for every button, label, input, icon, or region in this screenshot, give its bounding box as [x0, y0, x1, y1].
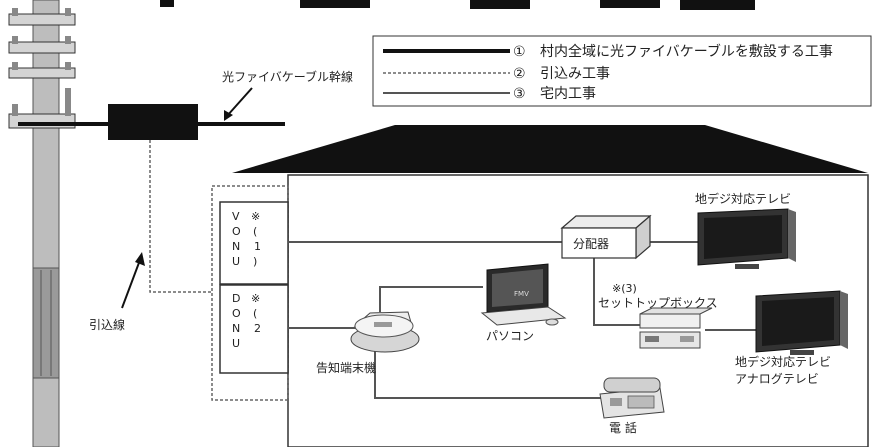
splitter-label: 分配器: [573, 237, 609, 251]
tv-digital-label: 地デジ対応テレビ: [695, 191, 791, 206]
v-onu-note: ※(1): [251, 210, 261, 268]
splitter-device: 分配器: [560, 214, 652, 260]
trunk-fiber-cable: [18, 104, 285, 140]
legend-label-1: 村内全域に光ファイバケーブルを敷設する工事: [540, 43, 833, 60]
legend-marker-2: ②: [513, 66, 526, 82]
mouse-icon: [545, 318, 559, 326]
phone-label: 電 話: [609, 420, 637, 435]
laptop-icon: FMV: [480, 263, 567, 326]
legend-label-3: 宅内工事: [540, 86, 596, 102]
legend-marker-3: ③: [513, 86, 526, 102]
notice-terminal-icon: [350, 311, 420, 353]
closure-box: [108, 104, 198, 140]
trunk-pointer-arrow: [224, 87, 253, 121]
settop-label: セットトップボックス: [598, 296, 718, 310]
legend-box: ① 村内全域に光ファイバケーブルを敷設する工事 ② 引込み工事 ③ 宅内工事: [372, 35, 872, 107]
house-roof: [232, 125, 868, 173]
dropline-label: 引込線: [89, 317, 125, 332]
notice-terminal-label: 告知端末機: [316, 360, 376, 375]
trunk-label: 光ファイバケーブル幹線: [222, 69, 353, 84]
legend-marker-1: ①: [513, 44, 526, 60]
utility-pole: [8, 0, 76, 447]
settop-note: ※(3): [612, 282, 637, 295]
flat-tv-icon-2: [755, 290, 848, 355]
flat-tv-icon: [697, 208, 796, 269]
tv-analog-label: アナログテレビ: [735, 372, 819, 386]
settop-box-icon: [639, 307, 713, 349]
svg-text:FMV: FMV: [514, 290, 529, 298]
tv-digital2-label: 地デジ対応テレビ: [735, 354, 831, 369]
in-house-wiring: [288, 241, 756, 399]
cropped-title-strip: [160, 0, 755, 10]
d-onu-note: ※(2: [251, 292, 261, 335]
legend-label-2: 引込み工事: [540, 66, 610, 82]
telephone-icon: [599, 377, 665, 419]
pc-label: パソコン: [486, 329, 534, 343]
dropline-pointer-arrow: [121, 252, 145, 309]
